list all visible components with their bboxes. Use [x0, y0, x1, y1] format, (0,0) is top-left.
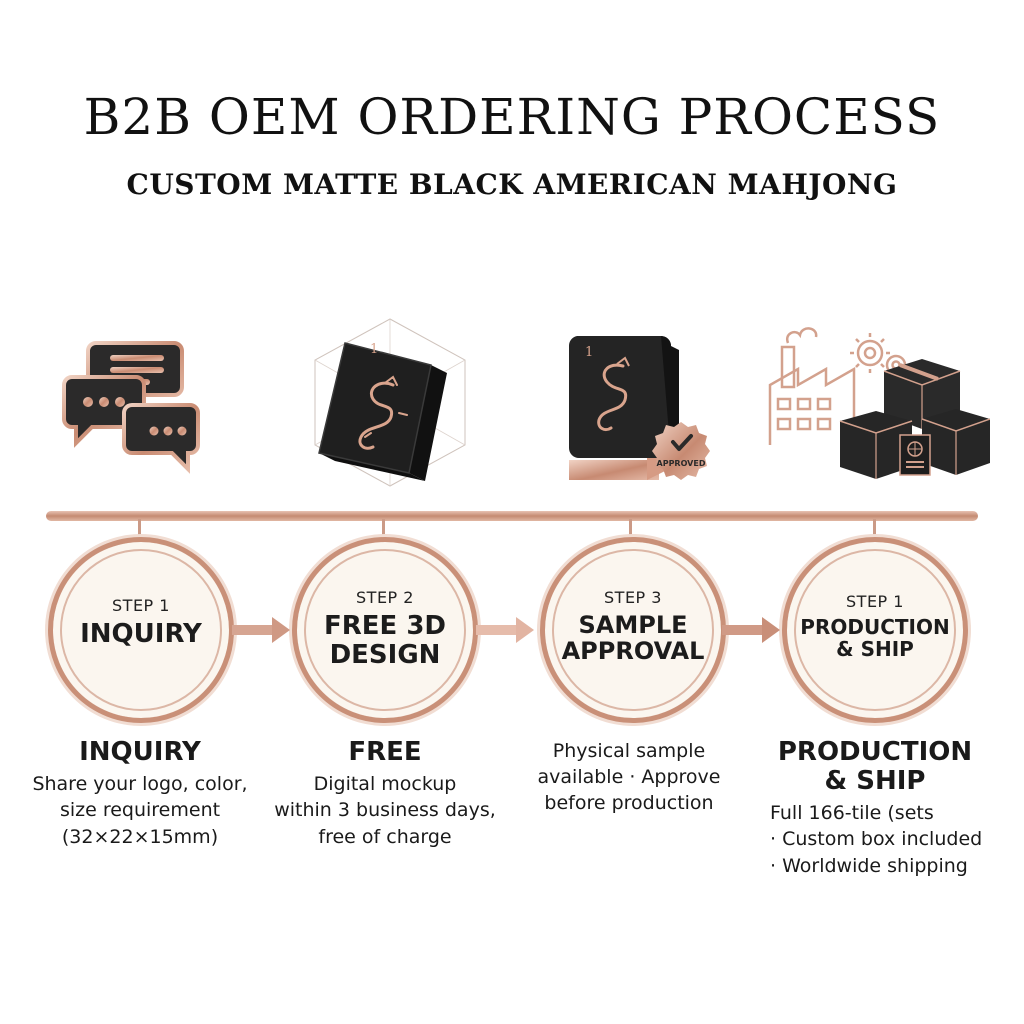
arrow-right-icon [476, 617, 534, 643]
step-3-name: SAMPLE APPROVAL [561, 611, 705, 666]
step-4-description: PRODUCTION & SHIP Full 166-tile (sets · … [760, 737, 990, 879]
step-4-circle: STEP 1 PRODUCTION & SHIP [782, 537, 968, 723]
step-1-number: STEP 1 [112, 596, 170, 615]
step-4-name: PRODUCTION & SHIP [800, 615, 950, 661]
page-subtitle: CUSTOM MATTE BLACK AMERICAN MAHJONG [126, 168, 898, 201]
svg-text:1: 1 [585, 345, 593, 360]
arrow-right-icon [722, 617, 780, 643]
sample-tile-approved-icon: 1 APPROVED [568, 336, 710, 480]
step-1-name: INQUIRY [80, 619, 202, 649]
step-2-heading: FREE [348, 737, 422, 767]
step-1-description: INQUIRY Share your logo, color, size req… [20, 737, 260, 850]
step-3-number: STEP 3 [604, 588, 662, 607]
factory-boxes-icon [768, 327, 990, 479]
arrow-right-icon [232, 617, 290, 643]
step-3-description: Physical sample available · Approve befo… [537, 740, 721, 815]
step-2-description: FREE Digital mockup within 3 business da… [270, 737, 500, 850]
step-2-circle: STEP 2 FREE 3D DESIGN [292, 537, 478, 723]
step-4-heading: PRODUCTION & SHIP [777, 737, 973, 797]
step-2-name: FREE 3D DESIGN [323, 611, 447, 670]
page-title: B2B OEM ORDERING PROCESS [83, 88, 941, 146]
mahjong-tile-3d-icon [314, 318, 466, 487]
chat-bubbles-icon [62, 341, 200, 474]
step-1-circle: STEP 1 INQUIRY [48, 537, 234, 723]
step-1-heading: INQUIRY [79, 737, 201, 767]
step-3-circle: STEP 3 SAMPLE APPROVAL [540, 537, 726, 723]
step-4-number: STEP 1 [846, 592, 904, 611]
tile-corner-number: 1 [370, 342, 378, 357]
timeline-bar [46, 511, 978, 541]
svg-text:APPROVED: APPROVED [657, 459, 706, 468]
svg-text:1: 1 [370, 342, 378, 357]
step-2-number: STEP 2 [356, 588, 414, 607]
